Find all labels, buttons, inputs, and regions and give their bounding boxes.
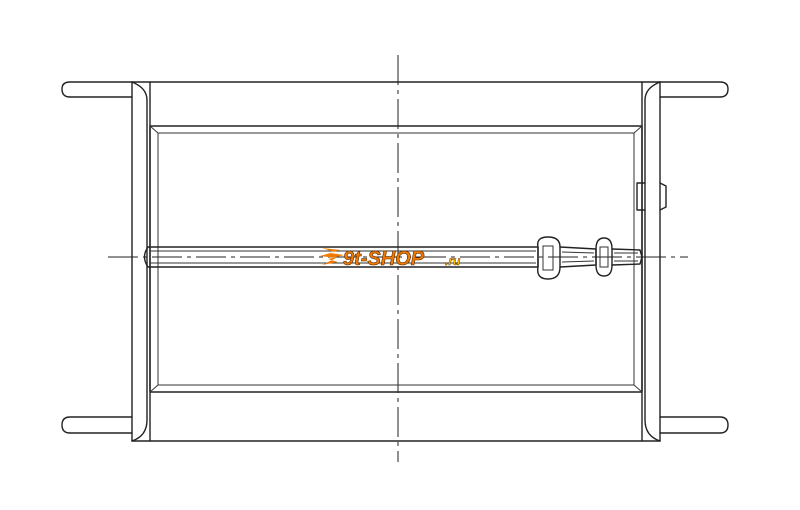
shop-watermark-logo: 9t-SHOP .ru [320, 248, 461, 270]
left-flange-tabs [61, 81, 133, 434]
watermark-suffix: .ru [445, 254, 461, 268]
oil-groove [143, 246, 539, 268]
oil-hole-primary [537, 236, 561, 280]
watermark-text: 9t-SHOP [343, 248, 425, 270]
right-flange-tabs [659, 81, 729, 434]
locating-lug [636, 182, 667, 211]
oil-groove-segment-end [611, 248, 643, 266]
flame-icon [320, 248, 344, 265]
